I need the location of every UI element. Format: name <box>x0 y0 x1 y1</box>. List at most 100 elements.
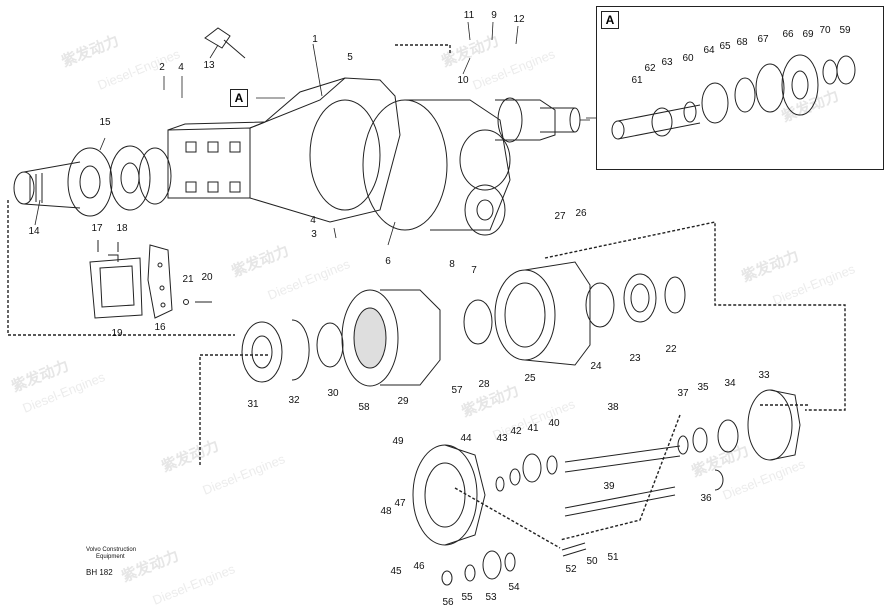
ring-part-35 <box>692 427 708 453</box>
part-label-27: 27 <box>554 211 566 222</box>
part-label-51: 51 <box>607 552 619 563</box>
part-label-45: 45 <box>390 566 402 577</box>
bearing-part-40 <box>546 455 558 475</box>
seal-part-24 <box>585 282 615 328</box>
part-label-68: 68 <box>736 37 748 48</box>
ring-gear-part-31 <box>241 321 283 383</box>
part-label-69: 69 <box>802 29 814 40</box>
part-label-29: 29 <box>397 396 409 407</box>
part-label-40: 40 <box>548 418 560 429</box>
part-label-44: 44 <box>460 433 472 444</box>
bearing-part-23 <box>623 273 657 323</box>
differential-carrier-part-6 <box>362 97 556 236</box>
gear-part-34 <box>717 419 739 453</box>
axle-shaft-part-14 <box>13 161 81 209</box>
part-label-18: 18 <box>116 223 128 234</box>
pin-part-52 <box>561 542 587 557</box>
detail-box-tag: A <box>601 11 619 29</box>
part-label-64: 64 <box>703 45 715 56</box>
part-label-26: 26 <box>575 208 587 219</box>
part-label-8: 8 <box>449 259 455 270</box>
part-label-65: 65 <box>719 41 731 52</box>
part-label-47: 47 <box>394 498 406 509</box>
part-label-60: 60 <box>682 53 694 64</box>
bolts-17-18-20-21 <box>97 240 212 305</box>
part-label-1: 1 <box>312 34 318 45</box>
part-label-37: 37 <box>677 388 689 399</box>
part-label-36: 36 <box>700 493 712 504</box>
part-label-39: 39 <box>603 481 615 492</box>
planet-carrier-part-44 <box>412 444 486 546</box>
part-label-55: 55 <box>461 592 473 603</box>
detail-box-a <box>596 6 884 170</box>
footer-line-1: Volvo Construction <box>86 547 137 553</box>
part-label-7: 7 <box>471 265 477 276</box>
ring-part-30 <box>316 322 344 368</box>
part-label-42: 42 <box>510 426 522 437</box>
part-label-21: 21 <box>182 274 194 285</box>
detail-a-assembly <box>611 54 856 140</box>
assembly-guide-lines <box>7 44 846 549</box>
part-label-62: 62 <box>644 63 656 74</box>
part-label-46: 46 <box>413 561 425 572</box>
part-label-23: 23 <box>629 353 641 364</box>
part-label-58: 58 <box>358 402 370 413</box>
part-label-38: 38 <box>607 402 619 413</box>
callout-tag-a: A <box>230 89 248 107</box>
gear-part-53 <box>482 550 502 580</box>
part-label-33: 33 <box>758 370 770 381</box>
part-label-30: 30 <box>327 388 339 399</box>
pinion-stub <box>540 107 581 133</box>
part-label-24: 24 <box>590 361 602 372</box>
part-label-35: 35 <box>697 382 709 393</box>
part-label-20: 20 <box>201 272 213 283</box>
o-ring-part-22 <box>664 276 686 314</box>
part-label-17: 17 <box>91 223 103 234</box>
part-label-43: 43 <box>496 433 508 444</box>
part-label-3: 3 <box>311 229 317 240</box>
footer-code: BH 182 <box>86 568 113 577</box>
bearing-part-54 <box>504 552 516 572</box>
footer-line-2: Equipment <box>96 554 125 560</box>
part-label-66: 66 <box>782 29 794 40</box>
part-label-52: 52 <box>565 564 577 575</box>
washer-part-43 <box>495 476 505 492</box>
part-label-4: 4 <box>178 62 184 73</box>
brake-caliper-part-19 <box>89 254 143 319</box>
snap-ring-part-36 <box>714 469 724 491</box>
washer-part-55 <box>464 564 476 582</box>
footer-company: Volvo Construction Equipment <box>86 547 136 561</box>
part-label-34: 34 <box>724 378 736 389</box>
part-label-6: 6 <box>385 256 391 267</box>
part-label-70: 70 <box>819 25 831 36</box>
part-label-28: 28 <box>478 379 490 390</box>
part-label-57: 57 <box>451 385 463 396</box>
shaft-part-39 <box>564 486 676 517</box>
part-label-10: 10 <box>457 75 469 86</box>
axle-housing-part-1 <box>167 77 401 223</box>
part-label-54: 54 <box>508 582 520 593</box>
washer-part-56 <box>441 570 453 586</box>
part-label-48: 48 <box>380 506 392 517</box>
part-label-22: 22 <box>665 344 677 355</box>
ring-gear-part-33 <box>747 389 801 461</box>
bearing-part-28 <box>463 299 493 345</box>
part-label-61: 61 <box>631 75 643 86</box>
part-label-11: 11 <box>463 10 475 21</box>
part-label-56: 56 <box>442 597 454 608</box>
part-label-13: 13 <box>203 60 215 71</box>
snap-ring-part-32 <box>291 319 310 381</box>
brake-plate-part-16 <box>147 244 173 319</box>
part-label-49: 49 <box>392 436 404 447</box>
washer-part-42 <box>509 468 521 486</box>
part-label-2: 2 <box>159 62 165 73</box>
part-label-25: 25 <box>524 373 536 384</box>
part-label-4b: 4 <box>310 215 316 226</box>
leader-lines <box>34 21 596 246</box>
part-label-67: 67 <box>757 34 769 45</box>
brake-drum-part-25 <box>494 261 591 366</box>
part-label-14: 14 <box>28 226 40 237</box>
part-label-63: 63 <box>661 57 673 68</box>
part-label-32: 32 <box>288 395 300 406</box>
